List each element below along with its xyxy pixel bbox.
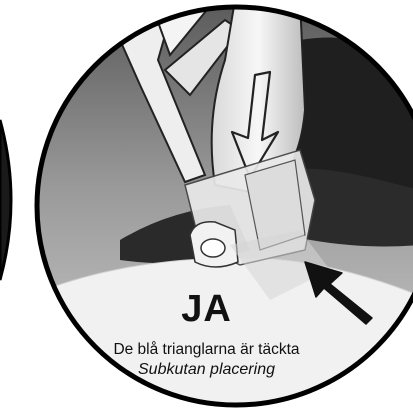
skin-surface — [20, 258, 413, 410]
caption-line-2: Subkutan placering — [0, 361, 413, 379]
caption-line-1: De blå trianglarna är täckta — [0, 341, 413, 359]
caption-title: JA — [0, 288, 413, 331]
adjacent-circle-fragment — [0, 120, 11, 280]
